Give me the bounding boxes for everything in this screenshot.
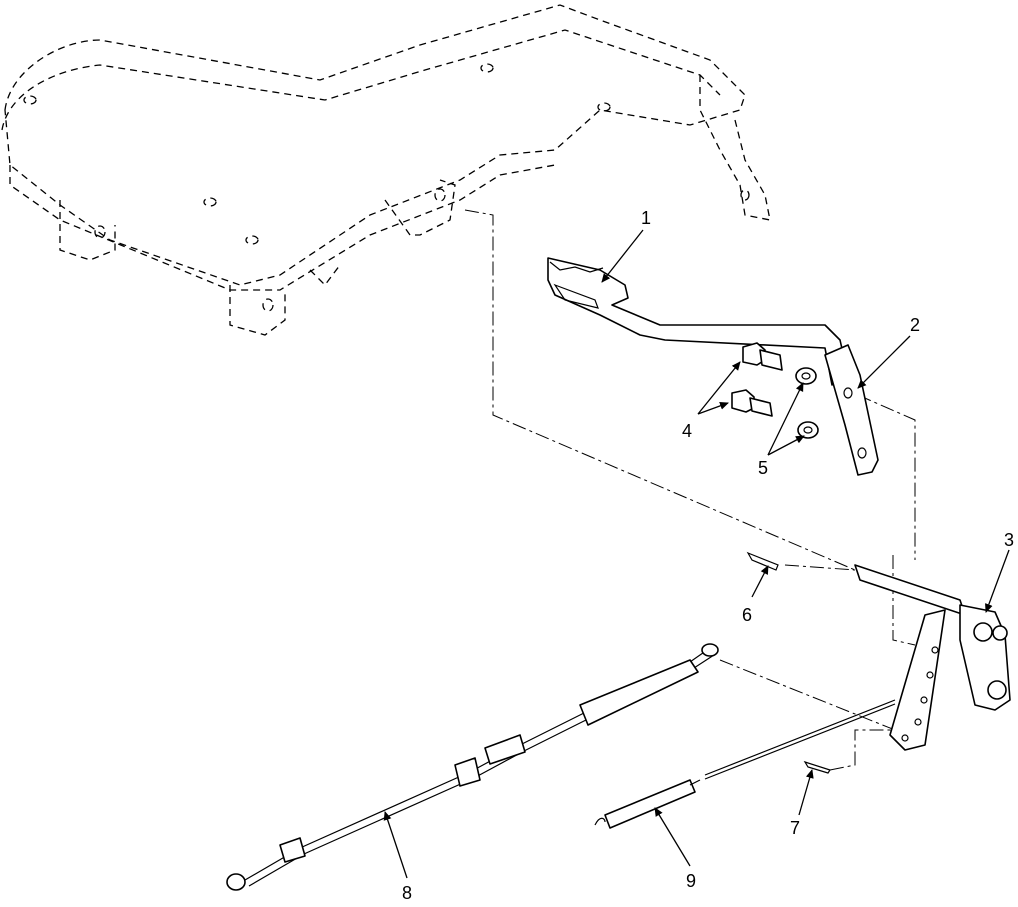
brake-cable (226, 643, 719, 891)
callout-2: 2 (910, 315, 920, 335)
pedal-bracket (824, 344, 879, 476)
leader-lines (383, 229, 1010, 879)
callout-4: 4 (682, 421, 692, 441)
mower-deck-outline (1, 4, 771, 336)
bolts (731, 342, 783, 417)
callout-9: 9 (686, 871, 696, 891)
callout-1: 1 (641, 208, 651, 228)
cotter-pin-lower (803, 760, 831, 774)
brake-arm (854, 564, 1011, 751)
callout-5: 5 (758, 458, 768, 478)
callout-3: 3 (1004, 530, 1014, 550)
extension-spring (594, 699, 896, 829)
callouts: 1 2 3 4 5 6 7 8 9 (402, 208, 1014, 903)
assembly-centerlines (464, 209, 916, 771)
callout-6: 6 (742, 605, 752, 625)
callout-8: 8 (402, 883, 412, 903)
brake-pedal (547, 257, 849, 386)
callout-7: 7 (790, 818, 800, 838)
washers (795, 367, 819, 439)
cotter-pin-upper (746, 551, 779, 571)
